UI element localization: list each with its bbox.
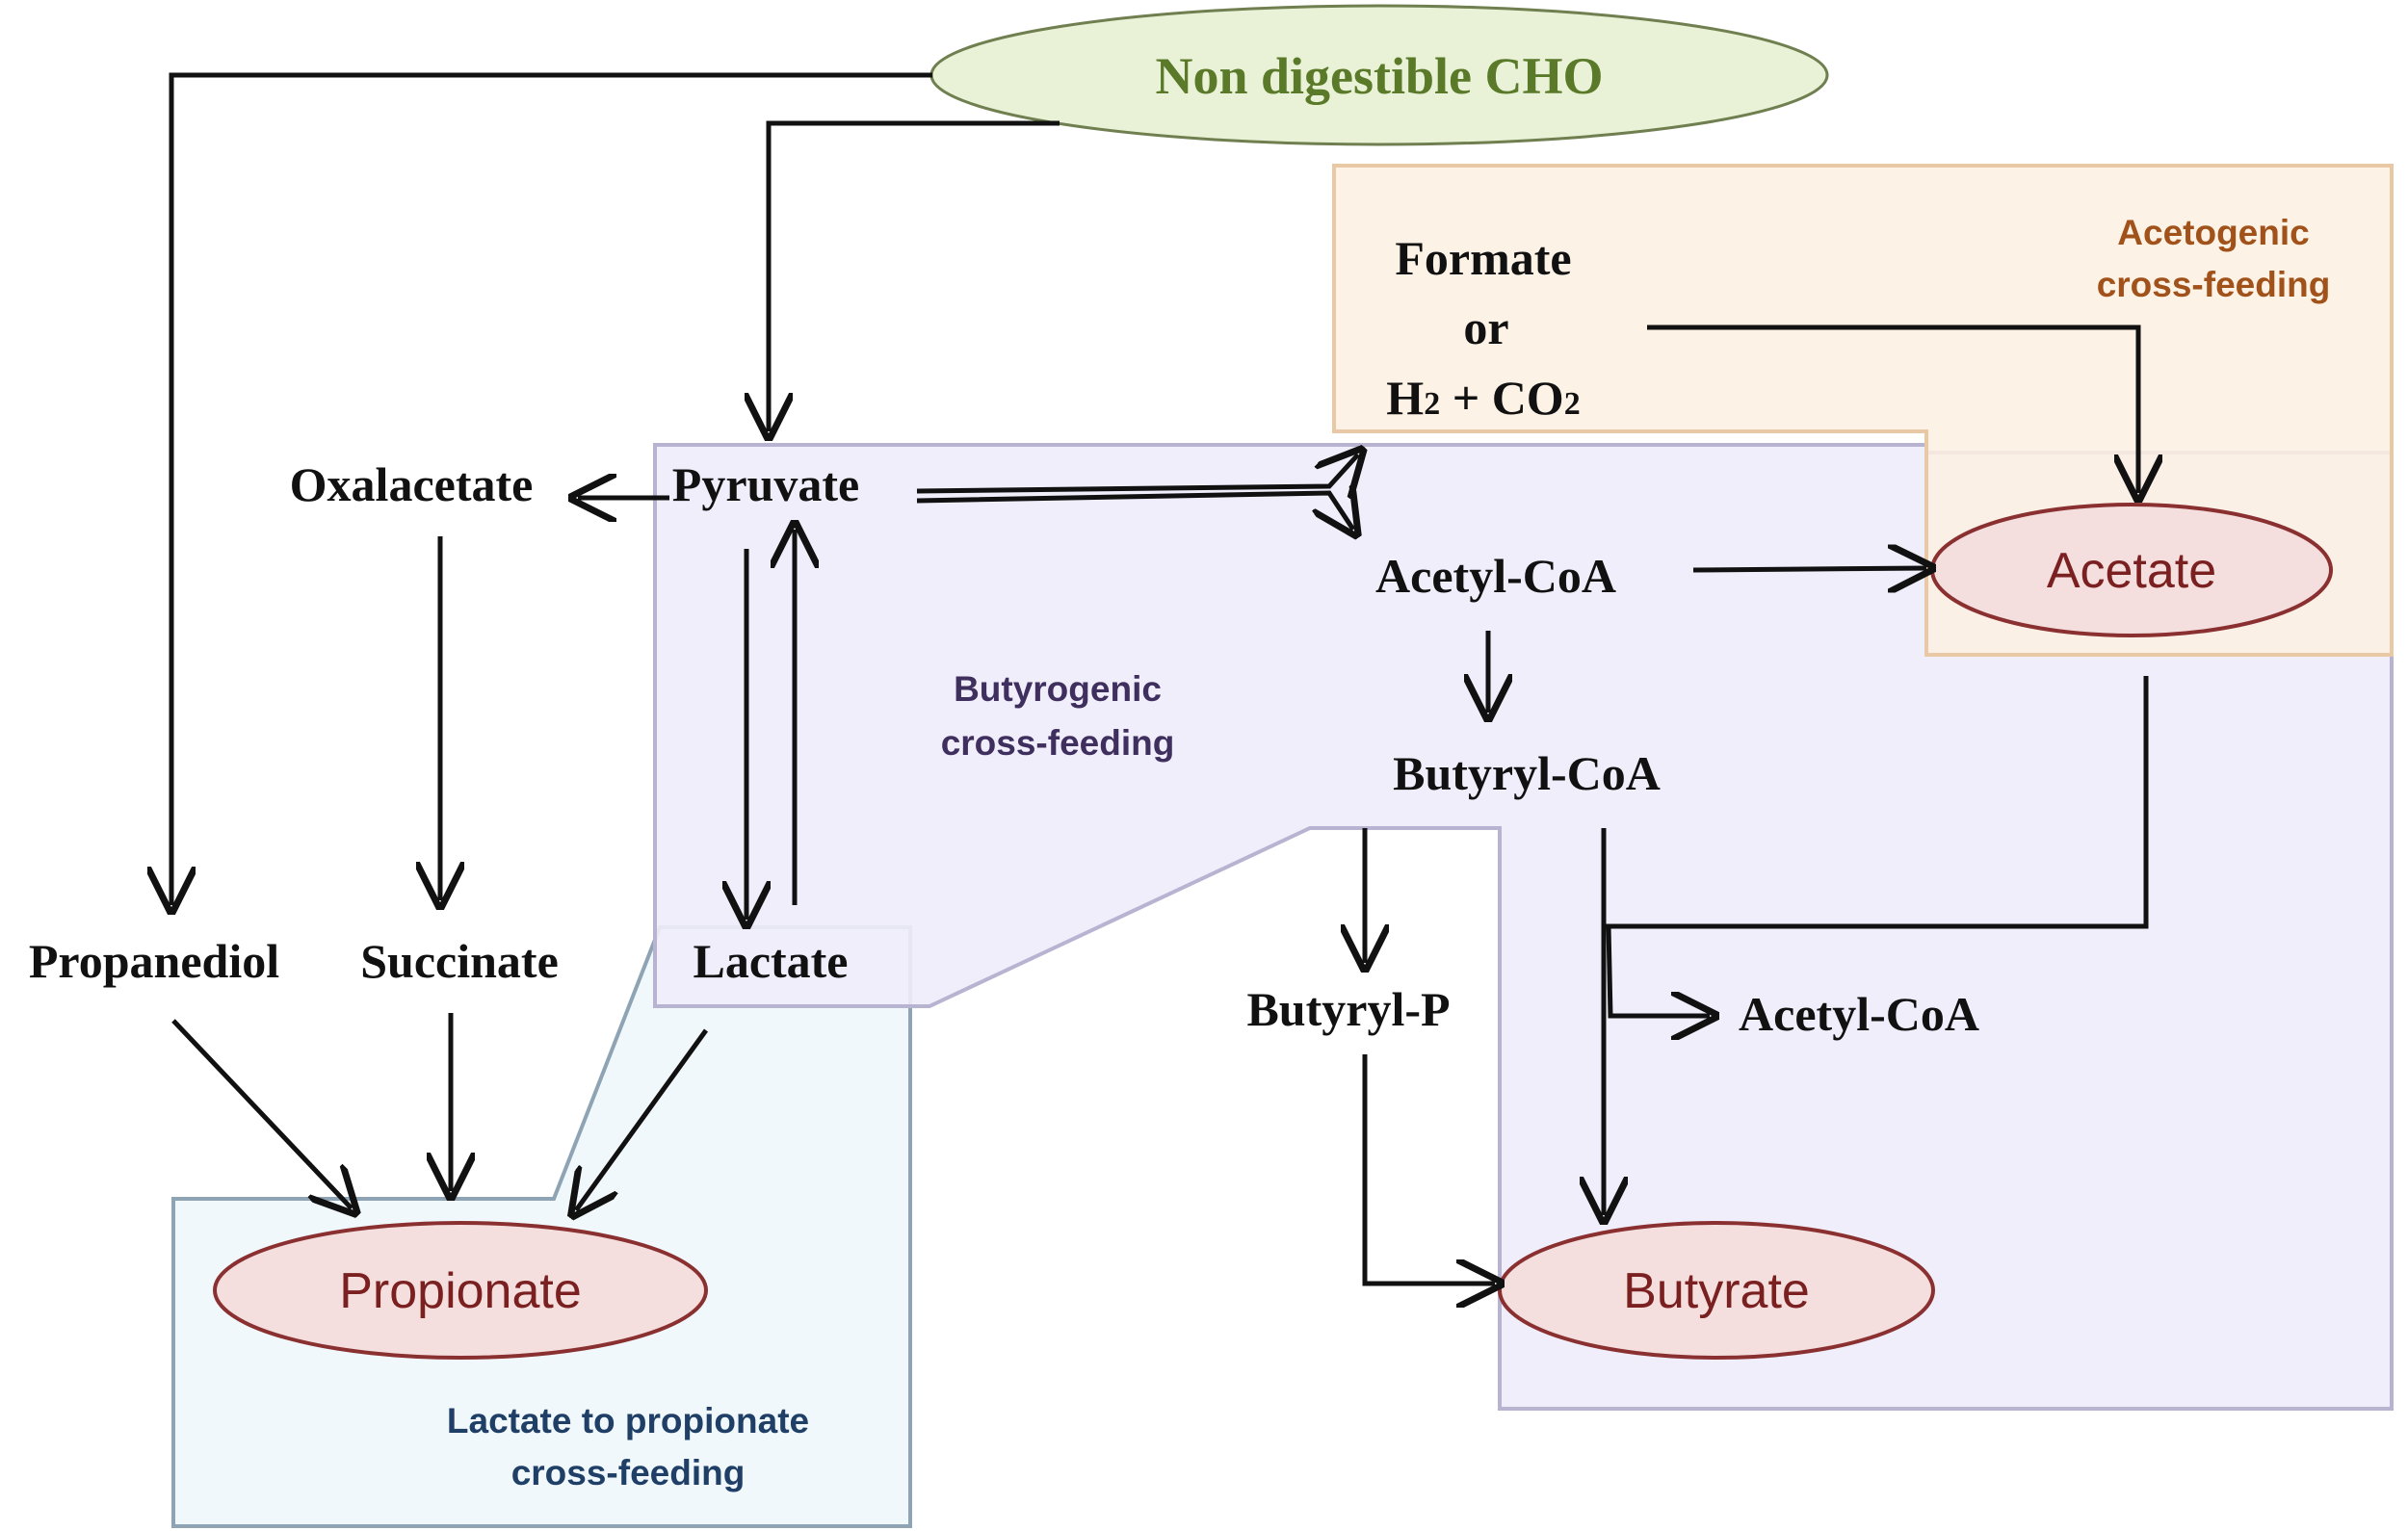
butyryl-p-node: Butyryl-P	[1246, 982, 1450, 1036]
pyruvate-node: Pyruvate	[672, 457, 859, 511]
arrow-pyruvate-to-acetyl-coa	[916, 493, 1353, 530]
arrow-butyryl-p-to-butyrate	[1362, 1054, 1495, 1284]
formate-node: Formate	[1395, 231, 1571, 285]
acetogenic-label: Acetogenic	[2117, 213, 2309, 252]
butyrogenic-label-line2: cross-feeding	[941, 723, 1175, 763]
butyrogenic-label: Butyrogenic	[954, 669, 1162, 709]
lactate-node: Lactate	[693, 934, 848, 988]
propionate-label: Propionate	[339, 1263, 582, 1319]
arrow-cho-to-pyruvate	[769, 120, 1060, 431]
propanediol-node: Propanediol	[29, 934, 279, 988]
acetyl-coa-node: Acetyl-CoA	[1375, 549, 1616, 603]
acetate-label: Acetate	[2047, 543, 2216, 599]
arrow-acetyl-coa-to-acetate	[1692, 568, 1926, 570]
arrow-lactate-to-propionate	[576, 1028, 709, 1210]
arrow-propanediol-to-propionate	[171, 1019, 352, 1208]
arrow-formate-to-acetate	[1647, 324, 2138, 493]
source-label: Non digestible CHO	[1155, 47, 1603, 105]
or-node: or	[1463, 300, 1508, 354]
oxalacetate-node: Oxalacetate	[290, 457, 534, 511]
propionate-ellipse	[213, 1221, 708, 1360]
lactate-propionate-label-line2: cross-feeding	[511, 1453, 746, 1492]
arrow-cho-to-propanediol	[171, 72, 932, 905]
butyrate-label: Butyrate	[1623, 1263, 1810, 1319]
arrow-junction-to-acetyl-coa	[1606, 925, 1710, 1016]
lactate-propionate-label: Lactate to propionate	[447, 1401, 809, 1440]
butyryl-coa-node: Butyryl-CoA	[1393, 746, 1661, 800]
succinate-node: Succinate	[360, 934, 559, 988]
h2-co2-node: H2 + CO2	[1386, 371, 1580, 425]
acetyl-coa-secondary-node: Acetyl-CoA	[1739, 987, 1979, 1041]
arrow-acetate-to-butyrate-junction	[1604, 676, 2149, 929]
acetogenic-label-line2: cross-feeding	[2097, 265, 2331, 304]
